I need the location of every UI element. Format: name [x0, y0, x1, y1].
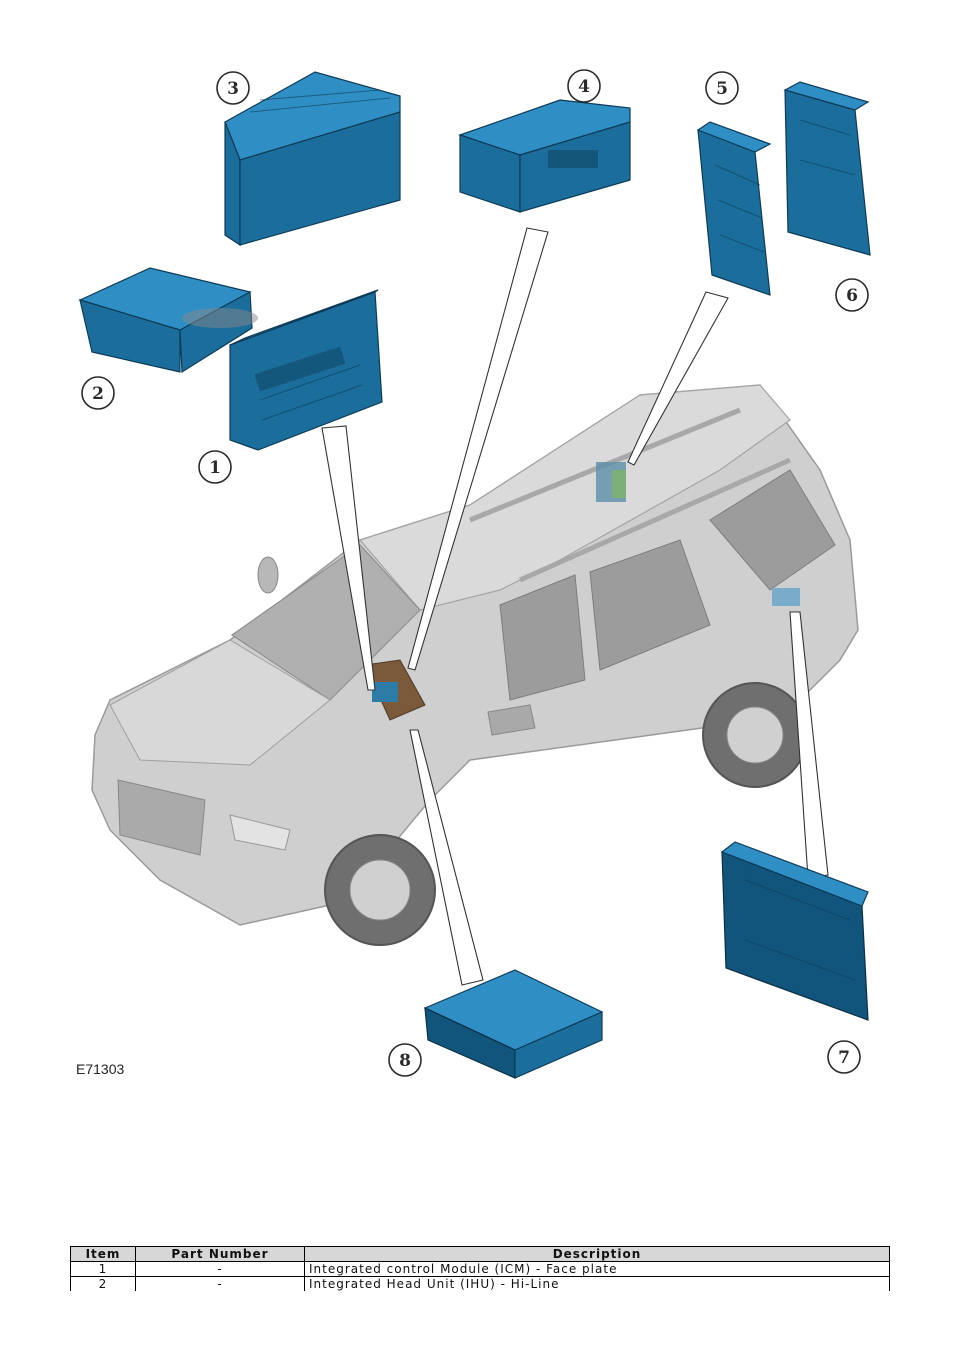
header-item: Item: [70, 1246, 136, 1262]
svg-text:1: 1: [209, 458, 221, 478]
svg-text:6: 6: [846, 286, 858, 306]
parts-table: Item Part Number Description 1 - Integra…: [70, 1246, 890, 1291]
module-1-face-plate: [229, 289, 383, 451]
figure-code: E71303: [76, 1061, 125, 1077]
component-location-diagram: 1 2 3 4 5 6 7 8: [78, 69, 871, 1079]
module-6: [783, 81, 871, 256]
callout-4: 4: [567, 69, 601, 103]
header-description: Description: [304, 1246, 890, 1262]
module-3-icm: [224, 71, 401, 247]
callout-8: 8: [388, 1043, 422, 1077]
table-header-row: Item Part Number Description: [70, 1246, 890, 1262]
svg-text:3: 3: [227, 79, 239, 99]
cell-item: 1: [70, 1261, 136, 1277]
callout-5: 5: [705, 71, 739, 105]
cell-description: Integrated Head Unit (IHU) - Hi-Line: [304, 1276, 890, 1291]
cell-item: 2: [70, 1276, 136, 1291]
svg-text:5: 5: [716, 79, 728, 99]
callout-3: 3: [216, 71, 250, 105]
svg-text:7: 7: [838, 1048, 850, 1068]
cell-part-number: -: [135, 1276, 305, 1291]
vehicle-illustration: [91, 384, 859, 946]
cell-part-number: -: [135, 1261, 305, 1277]
module-7: [720, 841, 869, 1021]
callout-2: 2: [81, 376, 115, 410]
module-2-ihu: [78, 267, 258, 374]
module-8: [423, 969, 604, 1079]
table-row: 1 - Integrated control Module (ICM) - Fa…: [70, 1261, 890, 1277]
module-4-head-unit: [458, 99, 631, 213]
leader-lines: [321, 227, 829, 986]
callout-7: 7: [827, 1040, 861, 1074]
header-part-number: Part Number: [135, 1246, 305, 1262]
svg-text:4: 4: [578, 77, 590, 97]
table-row: 2 - Integrated Head Unit (IHU) - Hi-Line: [70, 1276, 890, 1291]
callout-1: 1: [198, 450, 232, 484]
callout-6: 6: [835, 278, 869, 312]
svg-text:2: 2: [92, 384, 104, 404]
cell-description: Integrated control Module (ICM) - Face p…: [304, 1261, 890, 1277]
module-5: [696, 121, 772, 296]
svg-text:8: 8: [399, 1051, 411, 1071]
